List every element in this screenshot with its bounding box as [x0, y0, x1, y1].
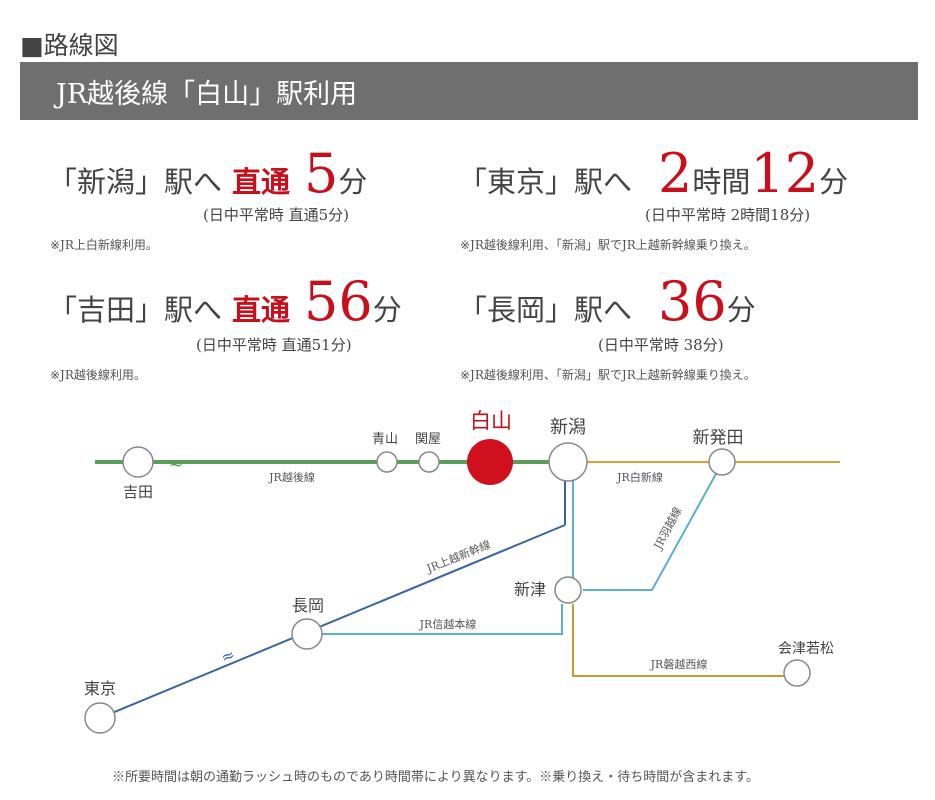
- line-uetsu-label: JR羽越線: [650, 505, 684, 553]
- line-shinetsu-label: JR信越本線: [419, 617, 477, 631]
- route-tokyo: 「東京」駅へ 2時間12分: [458, 142, 848, 205]
- route-yoshida: 「吉田」駅へ直通 56分: [48, 270, 402, 333]
- time-unit: 分: [372, 293, 402, 327]
- station-sekiya-label: 関屋: [415, 432, 441, 447]
- time-value: 36: [658, 270, 727, 333]
- line-break-mark: ≈: [218, 645, 238, 668]
- station-shibata-label: 新発田: [693, 428, 744, 448]
- direct-label: 直通: [232, 293, 291, 327]
- station-niitsu-marker: [554, 576, 582, 604]
- line-hakushin-label: JR白新線: [616, 470, 663, 484]
- station-hakusan-marker: [467, 439, 513, 485]
- note-yoshida: ※JR越後線利用。: [50, 368, 146, 382]
- line-break-mark: ≈: [168, 453, 183, 474]
- line-joetsu-shinkansen: [99, 524, 566, 719]
- dest-label: 「新潟」駅へ: [48, 165, 223, 199]
- line-echigo-label: JR越後線: [268, 470, 315, 484]
- station-shibata-marker: [708, 448, 736, 476]
- time-unit: 分: [338, 165, 368, 199]
- hours-unit: 時間: [692, 165, 751, 199]
- station-tokyo-marker: [84, 702, 116, 734]
- note-niigata: ※JR上白新線利用。: [50, 238, 158, 252]
- station-aoyama-marker: [376, 451, 398, 473]
- section-title: ■路線図: [20, 31, 119, 60]
- minutes-value: 12: [750, 142, 820, 205]
- note-nagaoka: ※JR越後線利用、「新潟」駅でJR上越新幹線乗り換え。: [460, 368, 756, 382]
- header-title: JR越後線「白山」駅利用: [56, 79, 358, 110]
- dest-label: 「吉田」駅へ: [48, 293, 223, 327]
- direct-label: 直通: [232, 165, 291, 199]
- time-value: 5: [304, 142, 339, 205]
- normal-time-tokyo: (日中平常時 2時間18分): [645, 206, 811, 224]
- minutes-unit: 分: [819, 165, 849, 199]
- station-tokyo-label: 東京: [84, 679, 116, 698]
- note-tokyo: ※JR越後線利用、「新潟」駅でJR上越新幹線乗り換え。: [460, 238, 756, 252]
- footer-note: ※所要時間は朝の通勤ラッシュ時のものであり時間帯により異なります。※乗り換え・待…: [112, 770, 760, 785]
- station-yoshida-marker: [122, 446, 154, 478]
- station-nagaoka-marker: [291, 618, 323, 650]
- station-aizu-marker: [783, 659, 811, 687]
- normal-time-yoshida: (日中平常時 直通51分): [196, 336, 352, 354]
- hours-value: 2: [658, 142, 693, 205]
- station-nagaoka-label: 長岡: [292, 596, 324, 615]
- station-yoshida-label: 吉田: [123, 483, 153, 501]
- header-bar: JR越後線「白山」駅利用: [20, 62, 918, 120]
- station-niigata-marker: [548, 442, 588, 482]
- station-hakusan-label: 白山: [470, 409, 512, 433]
- normal-time-niigata: (日中平常時 直通5分): [203, 206, 350, 224]
- station-sekiya-marker: [418, 451, 440, 473]
- line-banetsu-west-label: JR磐越西線: [650, 657, 708, 671]
- station-aoyama-label: 青山: [372, 432, 398, 447]
- station-niigata-label: 新潟: [550, 417, 586, 438]
- time-value: 56: [304, 270, 373, 333]
- route-nagaoka: 「長岡」駅へ 36分: [458, 270, 756, 333]
- dest-label: 「長岡」駅へ: [458, 293, 633, 327]
- dest-label: 「東京」駅へ: [458, 165, 633, 199]
- station-aizu-label: 会津若松: [778, 641, 834, 657]
- route-niigata: 「新潟」駅へ直通 5分: [48, 142, 367, 205]
- line-shinetsu: [308, 604, 563, 635]
- line-uetsu: [583, 462, 723, 591]
- station-niitsu-label: 新津: [514, 580, 546, 599]
- time-unit: 分: [726, 293, 756, 327]
- normal-time-nagaoka: (日中平常時 38分): [598, 336, 724, 354]
- line-banetsu-west: [572, 604, 790, 677]
